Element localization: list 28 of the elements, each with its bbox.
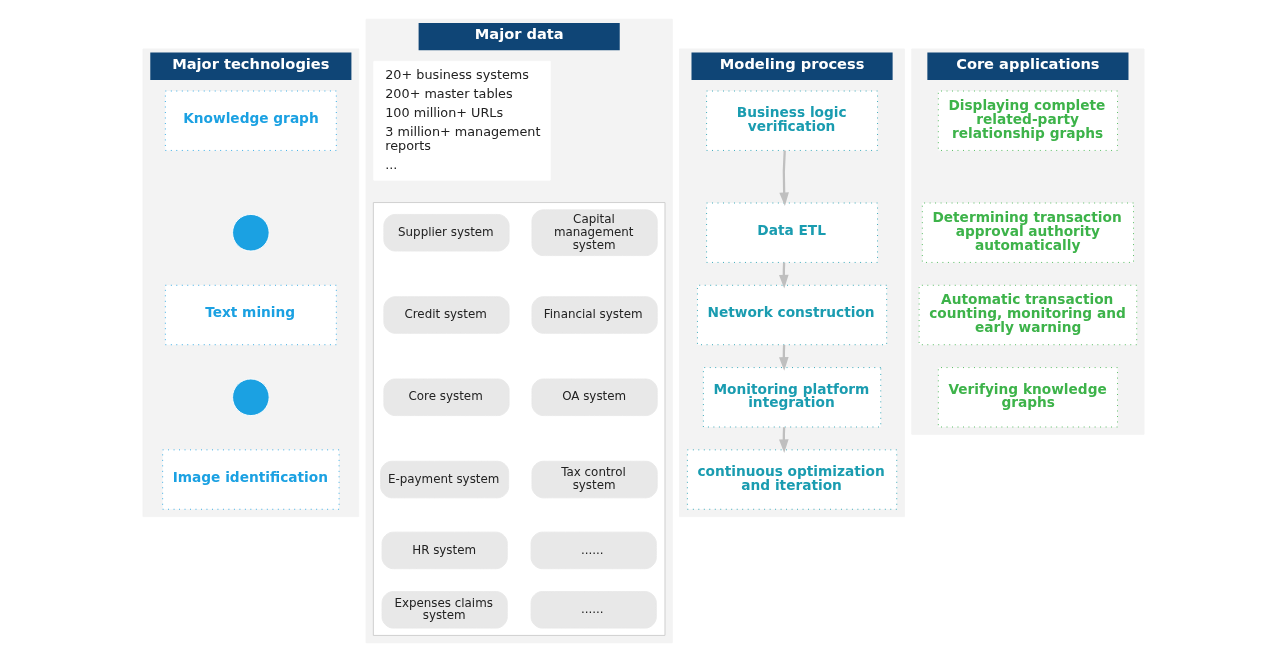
node-box: Tax control system [531, 460, 658, 499]
node-box: Expenses claims system [381, 591, 508, 629]
node-box: Knowledge graph [164, 90, 337, 151]
node-box: Network construction [696, 284, 887, 346]
node-box: ...... [530, 591, 657, 629]
node-box: Image identification [161, 449, 340, 510]
node-box: Text mining [164, 284, 337, 346]
node-box: continuous optimization and iteration [686, 449, 897, 510]
arrow [778, 150, 789, 207]
node-circle [231, 214, 270, 252]
node-box: Financial system [531, 296, 658, 334]
cluster [372, 202, 665, 636]
node-box: Core system [382, 378, 510, 416]
node-box: ...... [530, 531, 657, 570]
node-box: HR system [381, 531, 508, 570]
node-box: Supplier system [382, 214, 510, 252]
node-box: Data ETL [705, 202, 878, 263]
node-circle [231, 378, 270, 416]
node-box: Credit system [382, 296, 510, 334]
node-box: E-payment system [379, 460, 509, 499]
node-box: Displaying complete related-party relationship graphs [937, 90, 1118, 151]
node-box: Business logic verification [705, 90, 878, 151]
node-box: Determining transaction approval authority automatically [921, 202, 1134, 263]
node-box: Monitoring platform integration [702, 367, 881, 428]
node-box: Verifying knowledge graphs [937, 367, 1118, 428]
node-box: Automatic transaction counting, monitoring and early warning [918, 284, 1137, 346]
node-box: OA system [531, 378, 658, 416]
node-box: Capital management system [531, 209, 658, 257]
